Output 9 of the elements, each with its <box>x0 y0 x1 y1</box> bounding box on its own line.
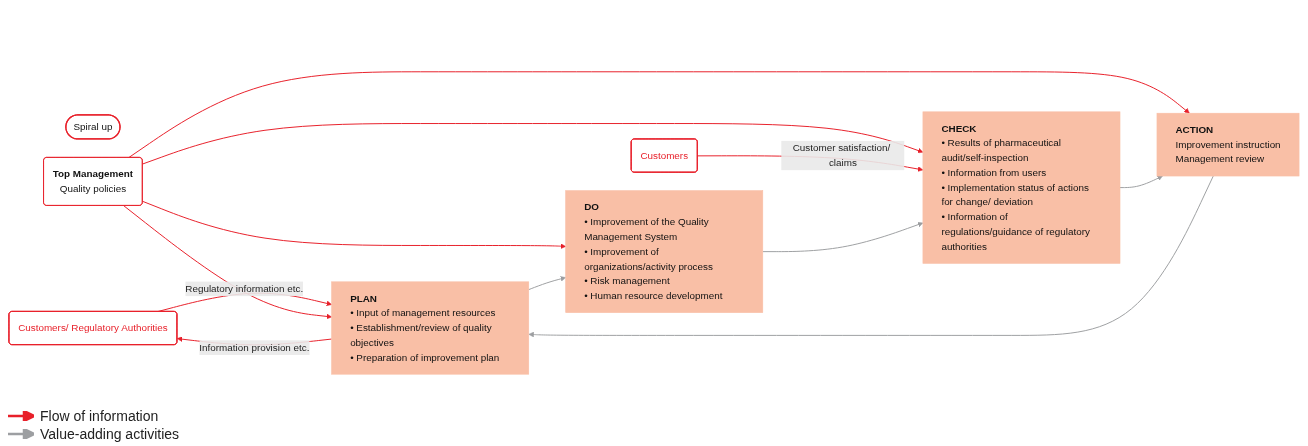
edge-label: Customer satisfaction/ claims <box>792 142 891 168</box>
node-box: ACTION Improvement instruction Management review <box>1156 112 1300 177</box>
edge-label: Regulatory information etc. <box>185 283 304 294</box>
node-box: CHECK • Results of pharmaceutical audit/self-inspection • Information from users • Implementation status of actions for change/ deviation • Information of regulations/guidance of regulatory authorities <box>922 111 1121 264</box>
node-box: PLAN • Input of management resources • Establishment/review of quality objectives • Preparation of improvement plan <box>331 281 530 375</box>
node-box: DO • Improvement of the Quality Management System • Improvement of organizations/activity process • Risk management • Human resource development <box>565 190 764 313</box>
edge-label: Information provision etc. <box>199 342 310 353</box>
legend-text: Value-adding activities <box>40 426 180 442</box>
legend-text: Flow of information <box>40 408 159 424</box>
